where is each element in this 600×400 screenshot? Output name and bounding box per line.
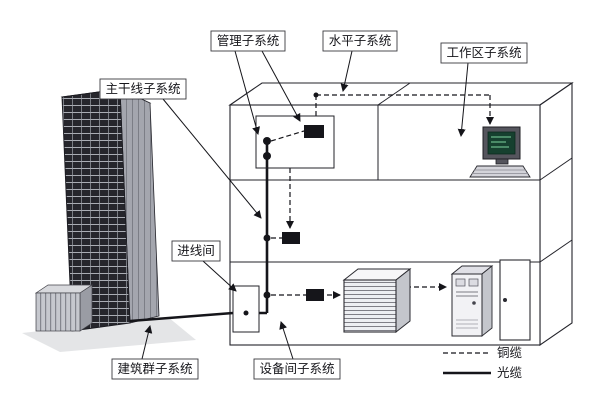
tower-pc [450,265,494,337]
door [499,259,531,341]
door-knob [503,298,507,302]
label-work-area: 工作区子系统 [440,42,528,64]
entrance-splice-dot [243,310,249,316]
label-box [111,358,199,380]
leader-work-area [457,62,469,137]
label-box [171,240,221,262]
label-campus: 建筑群子系统 [111,358,199,380]
drive-bay [455,278,466,287]
distribution-dot-2 [263,152,271,160]
annex-side [79,284,93,332]
workstation [469,126,531,178]
legend-copper-label: 铜缆 [497,345,523,360]
label-box [440,42,528,64]
campus-fiber-cable [129,311,234,323]
floor3-panel [306,289,324,301]
floor3-distribution [263,289,324,301]
monitor-screen [487,131,516,155]
leader-lines [141,50,469,360]
floor-line-2-side [539,239,573,263]
label-box [210,30,286,52]
office-building-illustration [22,88,196,352]
label-box [99,78,187,100]
label-equipment-room: 设备间子系统 [253,358,341,380]
monitor-stand [495,158,509,165]
label-entrance-room: 进线间 [171,240,221,262]
leader-horizontal [340,50,353,92]
leader-management-panel [261,50,301,122]
annex-building [34,284,94,332]
drive-bay [468,278,479,287]
power-button [472,301,476,305]
entrance-room [232,285,260,333]
label-text: 工作区子系统 [446,46,521,60]
ground-shadow [22,317,196,352]
rack-front [343,279,397,333]
horizontal-run-junction-dot [313,92,319,98]
closet-patch-cable [270,130,305,142]
label-backbone: 主干线子系统 [99,78,187,100]
floor-line-1-side [539,157,573,181]
label-text: 建筑群子系统 [117,361,192,376]
entrance-room-box [232,285,260,333]
pc-side [481,265,493,337]
label-text: 主干线子系统 [105,82,180,96]
keyboard [469,165,531,178]
server-rack [342,267,412,334]
floor2-dot [263,234,271,242]
label-text: 设备间子系统 [259,361,334,376]
leader-backbone [162,98,262,219]
label-text: 管理子系统 [217,33,280,48]
cross-section-right-face [539,81,573,347]
floor3-dot [263,291,271,299]
annex-front [35,292,81,332]
leader-management-dots [234,50,260,135]
label-text: 水平子系统 [329,34,392,48]
rack-side [395,267,411,334]
interior-wall-top [377,82,411,106]
label-text: 进线间 [177,244,215,258]
legend-fiber-label: 光缆 [497,366,523,380]
label-box [253,358,341,380]
label-management: 管理子系统 [210,30,286,52]
floor2-distribution [263,232,300,244]
legend: 铜缆 光缆 [443,345,523,380]
label-box [322,30,398,52]
leader-equipment-room [279,321,294,360]
leader-entrance [202,260,237,292]
leader-campus [141,325,153,360]
distribution-dot-1 [263,137,271,145]
patch-panel [304,125,324,138]
floor2-panel [282,232,300,244]
label-horizontal: 水平子系统 [322,30,398,52]
